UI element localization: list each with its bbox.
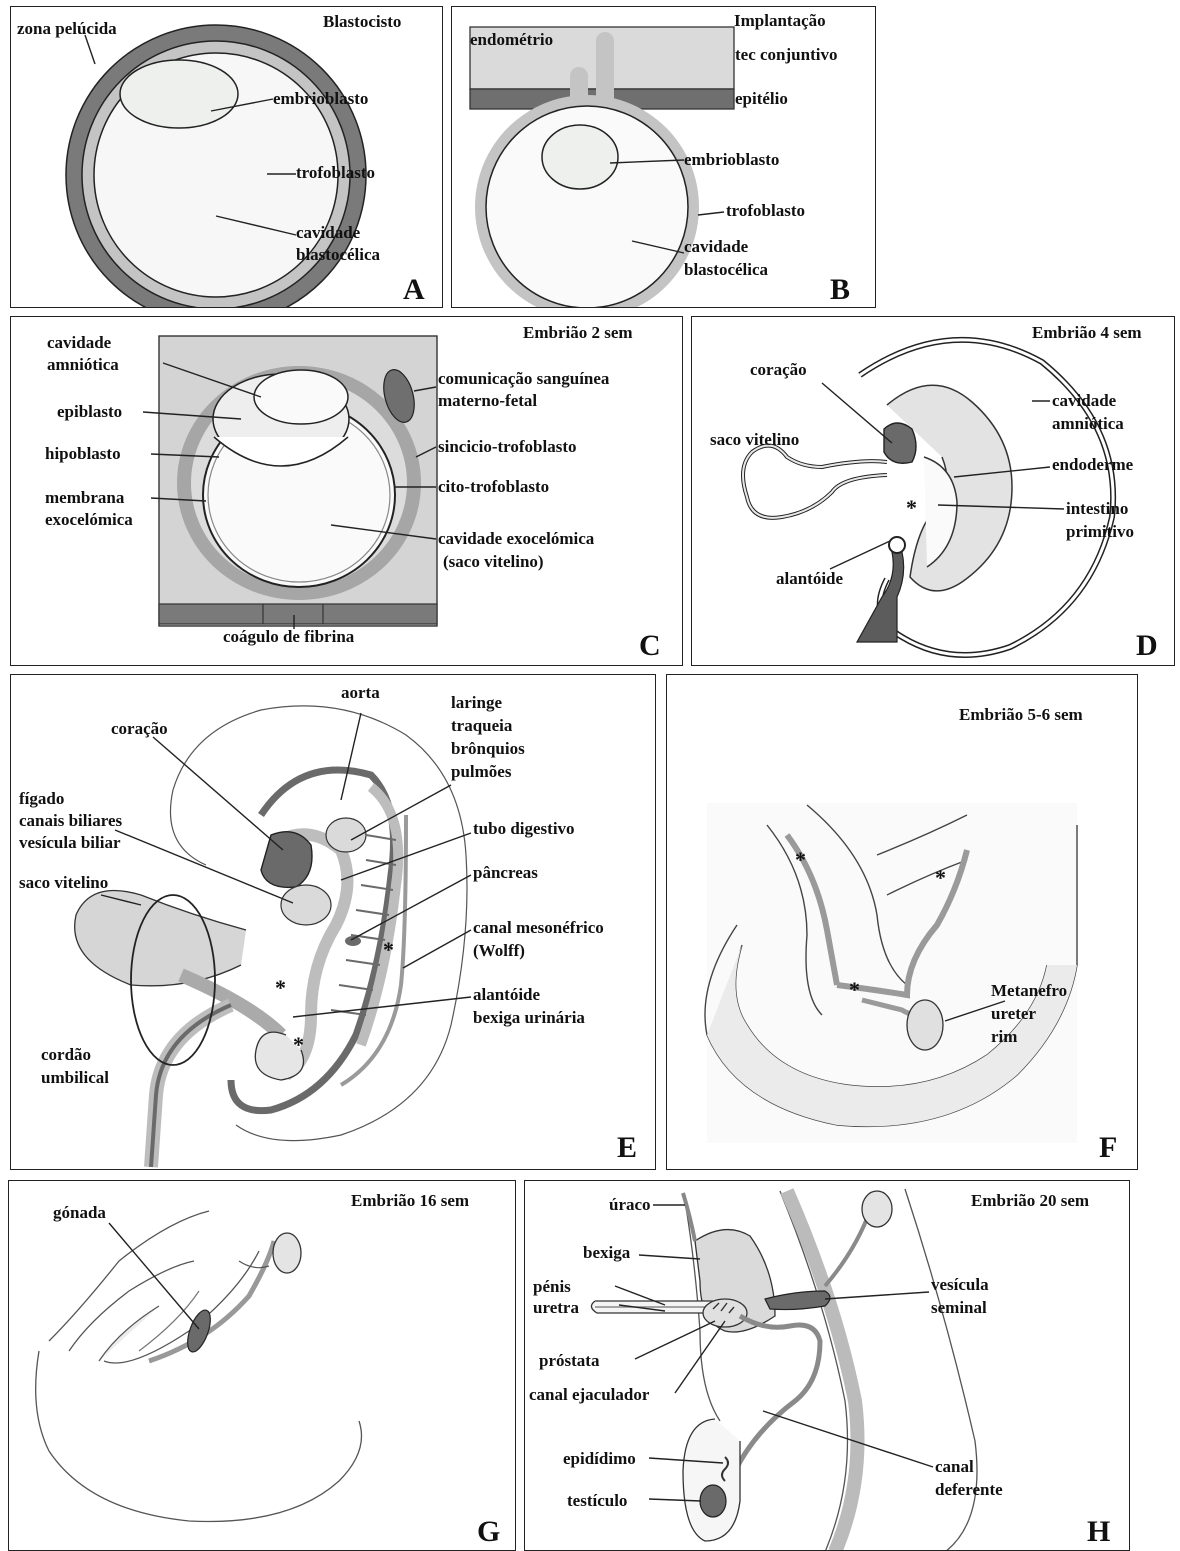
- label-traqueia: traqueia: [451, 716, 512, 736]
- panel-e-embriao: aorta coração laringe traqueia brônquios…: [10, 674, 656, 1170]
- label-canal-mesonefrico: canal mesonéfrico: [473, 918, 604, 938]
- panel-d-letter: D: [1136, 629, 1158, 663]
- label-saco-vitelino: saco vitelino: [710, 430, 799, 450]
- asterisk-marker: *: [795, 847, 806, 873]
- label-cito-trofoblasto: cito-trofoblasto: [438, 477, 549, 497]
- label-laringe: laringe: [451, 693, 502, 713]
- label-uraco: úraco: [609, 1195, 651, 1215]
- label-saco-vitelino: (saco vitelino): [443, 552, 544, 572]
- panel-b-letter: B: [830, 273, 850, 307]
- label-gonada: gónada: [53, 1203, 106, 1223]
- label-zona-pelucida: zona pelúcida: [17, 19, 117, 39]
- label-rim: rim: [991, 1027, 1017, 1047]
- label-saco-vitelino: saco vitelino: [19, 873, 108, 893]
- label-wolff: (Wolff): [473, 941, 525, 961]
- label-embrioblasto: embrioblasto: [273, 89, 368, 109]
- label-primitivo: primitivo: [1066, 522, 1134, 542]
- panel-a-title: Blastocisto: [323, 12, 401, 32]
- label-comunicacao: comunicação sanguínea: [438, 369, 609, 389]
- label-blastocelica: blastocélica: [296, 245, 380, 265]
- label-alantoide: alantóide: [473, 985, 540, 1005]
- label-materno-fetal: materno-fetal: [438, 391, 537, 411]
- label-alantoide: alantóide: [776, 569, 843, 589]
- label-aorta: aorta: [341, 683, 380, 703]
- panel-c-embriao-2-sem: Embrião 2 sem cavidade amniótica epiblas…: [10, 316, 683, 666]
- panel-f-letter: F: [1099, 1131, 1117, 1165]
- label-uretra: uretra: [533, 1298, 579, 1318]
- label-epiblasto: epiblasto: [57, 402, 122, 422]
- label-sincicio-trofoblasto: sincicio-trofoblasto: [438, 437, 577, 457]
- asterisk-marker: *: [906, 495, 917, 521]
- panel-g-letter: G: [477, 1515, 500, 1549]
- panel-f-embriao-5-6-sem: Embrião 5-6 sem * * * Metanefro ureter r…: [666, 674, 1138, 1170]
- panel-f-title: Embrião 5-6 sem: [959, 705, 1083, 725]
- label-amniotica: amniótica: [47, 355, 119, 375]
- label-cavidade-exocelomica: cavidade exocelómica: [438, 529, 594, 549]
- label-epitelio: epitélio: [735, 89, 788, 109]
- panel-c-letter: C: [639, 629, 661, 663]
- label-vesicula: vesícula: [931, 1275, 989, 1295]
- label-pancreas: pâncreas: [473, 863, 538, 883]
- label-metanefro: Metanefro: [991, 981, 1067, 1001]
- label-coagulo-fibrina: coágulo de fibrina: [223, 627, 354, 647]
- panel-d-embriao-4-sem: Embrião 4 sem coração saco vitelino cavi…: [691, 316, 1175, 666]
- panel-b-implantacao: Implantação endométrio tec conjuntivo ep…: [451, 6, 876, 308]
- label-exocelomica: exocelómica: [45, 510, 133, 530]
- label-tubo-digestivo: tubo digestivo: [473, 819, 575, 839]
- label-cordao: cordão: [41, 1045, 91, 1065]
- label-seminal: seminal: [931, 1298, 987, 1318]
- label-figado: fígado: [19, 789, 64, 809]
- asterisk-marker: *: [383, 937, 394, 963]
- label-tec-conjuntivo: tec conjuntivo: [735, 45, 837, 65]
- asterisk-marker: *: [849, 977, 860, 1003]
- panel-h-letter: H: [1087, 1515, 1110, 1549]
- embryo-5-6-week-drawing: [667, 675, 1138, 1170]
- label-embrioblasto: embrioblasto: [684, 150, 779, 170]
- label-ureter: ureter: [991, 1004, 1036, 1024]
- label-bexiga-urinaria: bexiga urinária: [473, 1008, 585, 1028]
- label-prostata: próstata: [539, 1351, 599, 1371]
- label-endometrio: endométrio: [470, 30, 553, 50]
- label-cavidade: cavidade: [296, 223, 360, 243]
- label-cavidade: cavidade: [684, 237, 748, 257]
- label-testiculo: testículo: [567, 1491, 627, 1511]
- panel-b-title: Implantação: [734, 11, 826, 31]
- panel-h-title: Embrião 20 sem: [971, 1191, 1089, 1211]
- label-intestino: intestino: [1066, 499, 1128, 519]
- label-bronquios: brônquios: [451, 739, 525, 759]
- label-coracao: coração: [111, 719, 168, 739]
- panel-h-embriao-20-sem: Embrião 20 sem úraco bexiga pénis uretra…: [524, 1180, 1130, 1551]
- embryo-16-week-drawing: [9, 1181, 516, 1551]
- asterisk-marker: *: [293, 1032, 304, 1058]
- label-canal-ejaculador: canal ejaculador: [529, 1385, 649, 1405]
- label-cavidade-amniotica: cavidade: [47, 333, 111, 353]
- label-canais-biliares: canais biliares: [19, 811, 122, 831]
- label-cavidade: cavidade: [1052, 391, 1116, 411]
- panel-c-title: Embrião 2 sem: [523, 323, 633, 343]
- asterisk-marker: *: [935, 865, 946, 891]
- label-epididimo: epidídimo: [563, 1449, 636, 1469]
- label-amniotica: amniótica: [1052, 414, 1124, 434]
- label-trofoblasto: trofoblasto: [296, 163, 375, 183]
- panel-g-title: Embrião 16 sem: [351, 1191, 469, 1211]
- label-blastocelica: blastocélica: [684, 260, 768, 280]
- label-deferente: deferente: [935, 1480, 1003, 1500]
- label-canal: canal: [935, 1457, 974, 1477]
- panel-a-blastocisto: Blastocisto zona pelúcida embrioblasto t…: [10, 6, 443, 308]
- panel-g-embriao-16-sem: Embrião 16 sem gónada G: [8, 1180, 516, 1551]
- label-coracao: coração: [750, 360, 807, 380]
- label-hipoblasto: hipoblasto: [45, 444, 121, 464]
- label-endoderme: endoderme: [1052, 455, 1133, 475]
- label-vesicula-biliar: vesícula biliar: [19, 833, 121, 853]
- label-trofoblasto: trofoblasto: [726, 201, 805, 221]
- label-bexiga: bexiga: [583, 1243, 630, 1263]
- asterisk-marker: *: [275, 975, 286, 1001]
- panel-e-letter: E: [617, 1131, 637, 1165]
- panel-d-title: Embrião 4 sem: [1032, 323, 1142, 343]
- label-pulmoes: pulmões: [451, 762, 511, 782]
- label-membrana: membrana: [45, 488, 124, 508]
- label-umbilical: umbilical: [41, 1068, 109, 1088]
- label-penis: pénis: [533, 1277, 571, 1297]
- panel-a-letter: A: [403, 273, 425, 307]
